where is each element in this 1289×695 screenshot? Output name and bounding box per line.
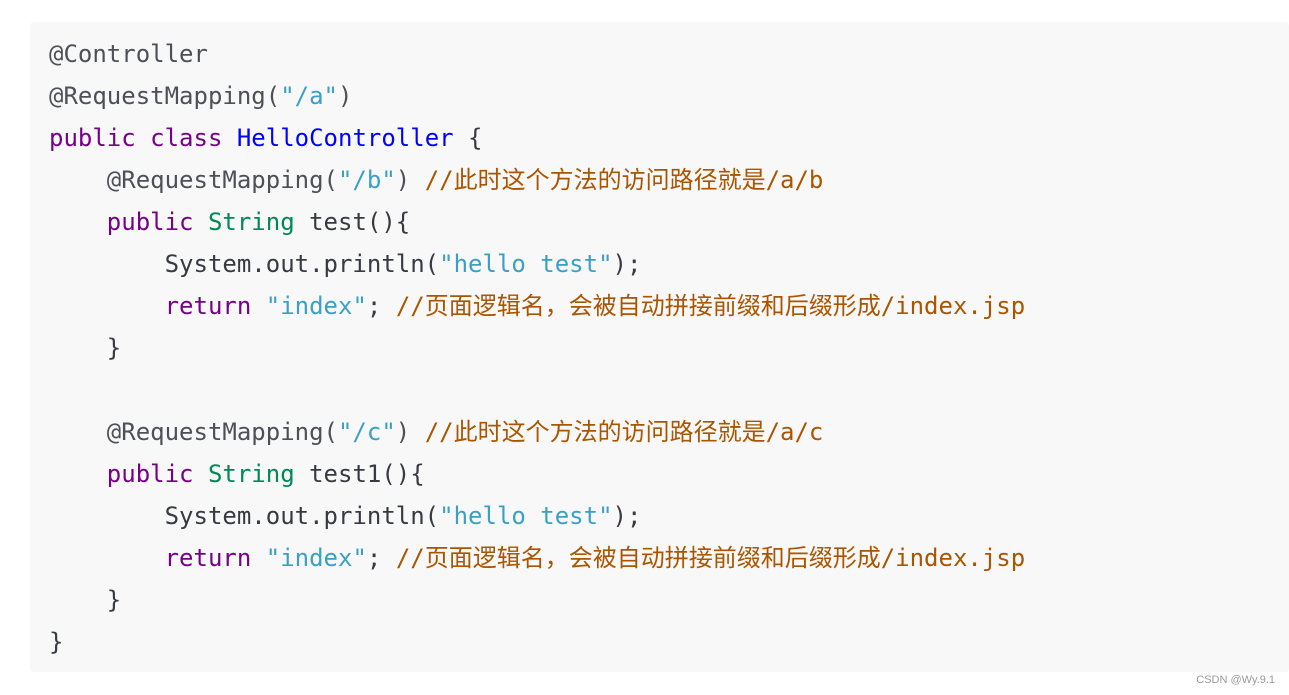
code-line xyxy=(49,369,1289,411)
code-token: "hello test" xyxy=(439,250,613,278)
code-token xyxy=(49,208,107,236)
code-token: ) xyxy=(337,82,353,110)
code-token xyxy=(222,124,236,152)
code-token: } xyxy=(49,628,64,656)
code-token: public xyxy=(106,208,194,236)
code-token: ); xyxy=(612,250,642,278)
code-token: //此时这个方法的访问路径就是/a/c xyxy=(424,418,824,446)
code-token: public xyxy=(106,460,194,488)
code-token xyxy=(251,544,265,572)
code-token: return xyxy=(164,292,252,320)
code-token xyxy=(49,292,165,320)
code-token: public xyxy=(49,124,136,152)
code-token: String xyxy=(207,208,295,236)
code-token xyxy=(136,124,150,152)
code-line: return "index"; //页面逻辑名，会被自动拼接前缀和后缀形成/in… xyxy=(49,537,1289,579)
code-token: class xyxy=(150,124,223,152)
code-token: @RequestMapping( xyxy=(49,166,338,194)
code-line: @Controller xyxy=(49,33,1289,75)
code-line: public class HelloController { xyxy=(49,117,1289,159)
code-token xyxy=(49,460,107,488)
code-token: "/b" xyxy=(337,166,396,194)
code-token xyxy=(194,460,208,488)
code-line: public String test(){ xyxy=(49,201,1289,243)
code-token: @RequestMapping( xyxy=(49,418,338,446)
code-token: ) xyxy=(395,166,425,194)
code-token: test1(){ xyxy=(294,460,425,488)
code-token: ); xyxy=(612,502,642,530)
code-content: @Controller@RequestMapping("/a")public c… xyxy=(49,33,1289,663)
code-token: //页面逻辑名，会被自动拼接前缀和后缀形成/index.jsp xyxy=(395,544,1026,572)
code-token: System.out.println( xyxy=(49,502,440,530)
code-token: @Controller xyxy=(49,40,208,68)
code-token: } xyxy=(49,334,122,362)
code-line: @RequestMapping("/c") //此时这个方法的访问路径就是/a/… xyxy=(49,411,1289,453)
code-line: return "index"; //页面逻辑名，会被自动拼接前缀和后缀形成/in… xyxy=(49,285,1289,327)
code-token: { xyxy=(453,124,483,152)
code-token: "hello test" xyxy=(439,502,613,530)
code-token: ) xyxy=(395,418,425,446)
code-token: test(){ xyxy=(294,208,411,236)
code-token: HelloController xyxy=(236,124,454,152)
code-token: "/a" xyxy=(280,82,338,110)
code-token: ; xyxy=(366,544,396,572)
code-token: } xyxy=(49,586,122,614)
code-line: } xyxy=(49,327,1289,369)
code-token: "index" xyxy=(265,544,367,572)
code-block: @Controller@RequestMapping("/a")public c… xyxy=(30,22,1289,672)
code-token xyxy=(49,544,165,572)
code-token: @RequestMapping( xyxy=(49,82,281,110)
code-token xyxy=(194,208,208,236)
code-line: System.out.println("hello test"); xyxy=(49,243,1289,285)
code-line: System.out.println("hello test"); xyxy=(49,495,1289,537)
code-line: } xyxy=(49,621,1289,663)
code-line: @RequestMapping("/b") //此时这个方法的访问路径就是/a/… xyxy=(49,159,1289,201)
code-token: return xyxy=(164,544,252,572)
code-token: ; xyxy=(366,292,396,320)
code-line: @RequestMapping("/a") xyxy=(49,75,1289,117)
code-line: public String test1(){ xyxy=(49,453,1289,495)
code-token: String xyxy=(207,460,295,488)
code-token: //此时这个方法的访问路径就是/a/b xyxy=(424,166,824,194)
code-token: System.out.println( xyxy=(49,250,440,278)
watermark: CSDN @Wy.9.1 xyxy=(1196,674,1275,686)
code-token xyxy=(251,292,265,320)
code-token: //页面逻辑名，会被自动拼接前缀和后缀形成/index.jsp xyxy=(395,292,1026,320)
code-token: "/c" xyxy=(337,418,396,446)
code-line: } xyxy=(49,579,1289,621)
code-token: "index" xyxy=(265,292,367,320)
